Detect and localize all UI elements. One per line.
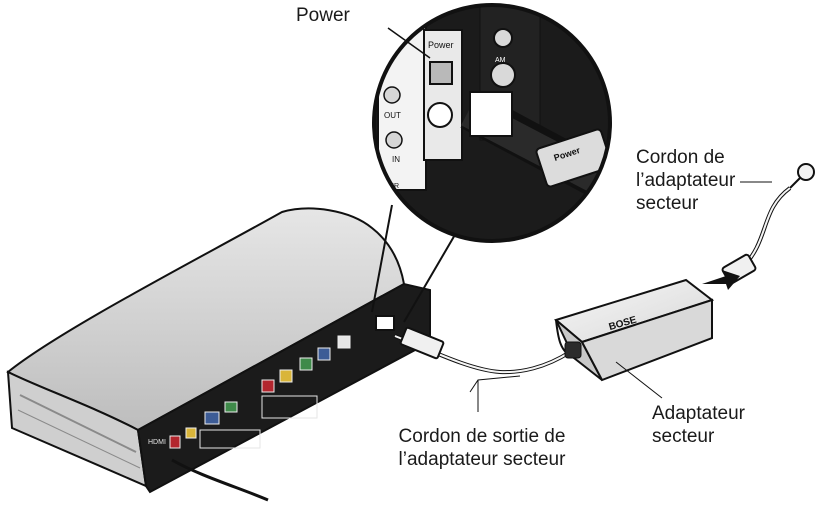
connector-port — [224, 401, 238, 413]
power-port-closeup — [423, 29, 463, 161]
hdmi-marking: HDMI — [148, 439, 166, 446]
zoom-inset: Power OUT IN IR AM Power — [372, 3, 612, 243]
power-adapter-label-line: secteur — [652, 426, 715, 447]
power-leader — [387, 27, 431, 59]
power-label-text: Power — [296, 5, 350, 26]
output-plug — [399, 326, 445, 360]
out-marking: OUT — [384, 111, 401, 120]
adapter-output-cord — [394, 326, 572, 375]
back-panel-connectors — [169, 315, 395, 449]
output-cord-label: Cordon de sortie de l’adaptateur secteur — [372, 425, 592, 471]
secondary-cable — [171, 458, 269, 502]
connector-port — [279, 369, 293, 383]
connector-port — [169, 435, 181, 449]
connector-port — [185, 427, 197, 439]
power-cord-label-line: secteur — [636, 193, 699, 214]
connector-port — [299, 357, 313, 371]
ac-power-cord — [702, 163, 815, 290]
connector-port — [204, 411, 220, 425]
ir-marking: IR — [392, 183, 399, 190]
insert-arrow — [702, 270, 740, 290]
power-label: Power — [296, 4, 350, 27]
in-marking: IN — [392, 155, 400, 164]
power-adapter-label-line: Adaptateur — [652, 403, 745, 424]
output-cord-label-line: Cordon de sortie de — [398, 426, 566, 447]
power-adapter: BOSE — [553, 278, 715, 382]
power-adapter-label: Adaptateur secteur — [652, 402, 745, 448]
panel-power-marking: Power — [428, 40, 454, 50]
am-marking: AM — [495, 57, 506, 64]
zoom-ring — [372, 3, 612, 243]
power-cord-label-line: Cordon de — [636, 147, 725, 168]
power-port — [375, 315, 395, 331]
connector-port — [317, 347, 331, 361]
console-unit: HDMI — [6, 207, 431, 494]
adapter-front — [580, 298, 713, 382]
connector-port — [337, 335, 351, 349]
output-cord-label-line: l’adaptateur secteur — [398, 449, 566, 470]
zoom-leader — [371, 204, 457, 323]
power-cord-label: Cordon de l’adaptateur secteur — [636, 146, 735, 215]
connector-port — [261, 379, 275, 393]
adapter-label-leader — [615, 361, 663, 399]
power-cord-label-line: l’adaptateur — [636, 170, 736, 191]
